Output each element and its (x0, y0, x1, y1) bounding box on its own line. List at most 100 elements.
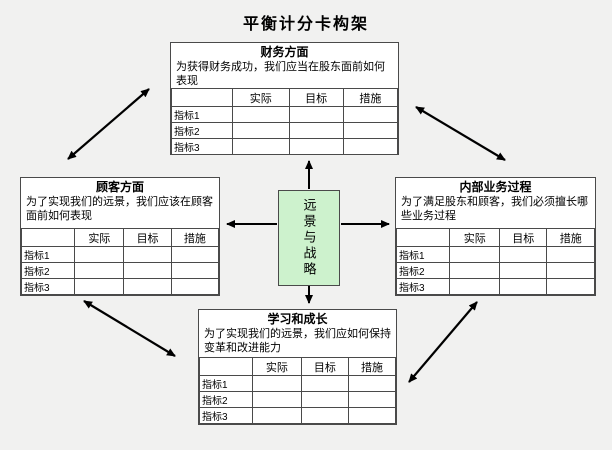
table-header-row: 实际 目标 措施 (395, 228, 595, 247)
corner-cell (20, 228, 76, 247)
empty-cell (232, 122, 290, 139)
indicator-label: 指标1 (170, 106, 234, 123)
actual-column-header: 实际 (74, 228, 125, 247)
table-row: 指标1 (20, 246, 220, 263)
indicator-label: 指标2 (20, 262, 76, 279)
arrow-customer-financial (67, 88, 150, 160)
vision-strategy-label: 远景与战略 (301, 198, 317, 278)
table-row: 指标1 (170, 106, 399, 123)
table-row: 指标1 (199, 375, 397, 392)
table-row: 指标3 (20, 278, 220, 295)
internal-process-perspective-box: 内部业务过程 为了满足股东和顾客，我们必须擅长哪些业务过程 实际 目标 措施 指… (395, 177, 596, 296)
learning-title: 学习和成长 (267, 312, 328, 326)
empty-cell (170, 262, 220, 279)
actual-column-header: 实际 (232, 88, 290, 107)
indicator-label: 指标3 (20, 278, 76, 295)
empty-cell (170, 278, 220, 295)
target-column-header: 目标 (498, 228, 548, 247)
indicator-label: 指标2 (170, 122, 234, 139)
corner-cell (395, 228, 451, 247)
indicator-label: 指标3 (199, 407, 253, 424)
table-header-row: 实际 目标 措施 (20, 228, 220, 247)
table-header-row: 实际 目标 措施 (170, 88, 399, 107)
indicator-label: 指标1 (20, 246, 76, 263)
empty-cell (498, 262, 548, 279)
vision-strategy-box: 远景与战略 (278, 190, 340, 286)
table-row: 指标3 (170, 138, 399, 155)
table-row: 指标2 (199, 391, 397, 408)
measure-column-header: 措施 (546, 228, 595, 247)
arrow-financial-internal (415, 106, 506, 161)
empty-cell (232, 106, 290, 123)
empty-cell (74, 246, 125, 263)
financial-kpi-table: 实际 目标 措施 指标1 指标2 指标3 (170, 88, 399, 155)
learning-kpi-table: 实际 目标 措施 指标1 指标2 指标3 (199, 357, 397, 424)
corner-cell (199, 357, 253, 376)
learning-growth-perspective-box: 学习和成长 为了实现我们的远景，我们应如何保持变革和改进能力 实际 目标 措施 … (198, 309, 397, 425)
financial-description: 为获得财务成功，我们应当在股东面前如何表现 (176, 61, 385, 87)
empty-cell (498, 278, 548, 295)
measure-column-header: 措施 (342, 88, 399, 107)
financial-title: 财务方面 (260, 45, 309, 59)
table-header-row: 实际 目标 措施 (199, 357, 397, 376)
target-column-header: 目标 (300, 357, 349, 376)
empty-cell (74, 278, 125, 295)
table-row: 指标2 (395, 262, 595, 279)
empty-cell (170, 246, 220, 263)
empty-cell (546, 246, 595, 263)
internal-title: 内部业务过程 (459, 180, 532, 194)
arrow-learning-internal (408, 301, 478, 383)
empty-cell (300, 391, 349, 408)
empty-cell (288, 138, 344, 155)
empty-cell (300, 375, 349, 392)
customer-title: 顾客方面 (95, 180, 144, 194)
empty-cell (288, 106, 344, 123)
internal-description: 为了满足股东和顾客，我们必须擅长哪些业务过程 (401, 196, 588, 222)
empty-cell (342, 138, 399, 155)
actual-column-header: 实际 (251, 357, 302, 376)
customer-description: 为了实现我们的远景，我们应该在顾客面前如何表现 (26, 196, 213, 222)
table-row: 指标3 (395, 278, 595, 295)
measure-column-header: 措施 (347, 357, 397, 376)
empty-cell (123, 246, 172, 263)
empty-cell (123, 262, 172, 279)
page-title: 平衡计分卡构架 (242, 16, 369, 33)
empty-cell (251, 391, 302, 408)
empty-cell (342, 122, 399, 139)
empty-cell (251, 375, 302, 392)
empty-cell (546, 262, 595, 279)
empty-cell (74, 262, 125, 279)
indicator-label: 指标2 (395, 262, 451, 279)
financial-perspective-box: 财务方面 为获得财务成功，我们应当在股东面前如何表现 实际 目标 措施 指标1 … (170, 42, 399, 155)
measure-column-header: 措施 (170, 228, 220, 247)
target-column-header: 目标 (123, 228, 172, 247)
customer-perspective-box: 顾客方面 为了实现我们的远景，我们应该在顾客面前如何表现 实际 目标 措施 指标… (20, 177, 220, 296)
arrow-customer-learning (83, 300, 176, 357)
empty-cell (300, 407, 349, 424)
empty-cell (342, 106, 399, 123)
empty-cell (232, 138, 290, 155)
empty-cell (288, 122, 344, 139)
internal-kpi-table: 实际 目标 措施 指标1 指标2 指标3 (395, 228, 595, 295)
table-row: 指标1 (395, 246, 595, 263)
table-row: 指标3 (199, 407, 397, 424)
table-row: 指标2 (20, 262, 220, 279)
indicator-label: 指标2 (199, 391, 253, 408)
corner-cell (170, 88, 234, 107)
table-row: 指标2 (170, 122, 399, 139)
empty-cell (449, 278, 500, 295)
empty-cell (347, 375, 397, 392)
empty-cell (498, 246, 548, 263)
empty-cell (546, 278, 595, 295)
indicator-label: 指标1 (395, 246, 451, 263)
indicator-label: 指标1 (199, 375, 253, 392)
indicator-label: 指标3 (170, 138, 234, 155)
empty-cell (347, 391, 397, 408)
empty-cell (251, 407, 302, 424)
learning-description: 为了实现我们的远景，我们应如何保持变革和改进能力 (204, 328, 391, 354)
empty-cell (449, 262, 500, 279)
empty-cell (347, 407, 397, 424)
target-column-header: 目标 (288, 88, 344, 107)
empty-cell (123, 278, 172, 295)
indicator-label: 指标3 (395, 278, 451, 295)
